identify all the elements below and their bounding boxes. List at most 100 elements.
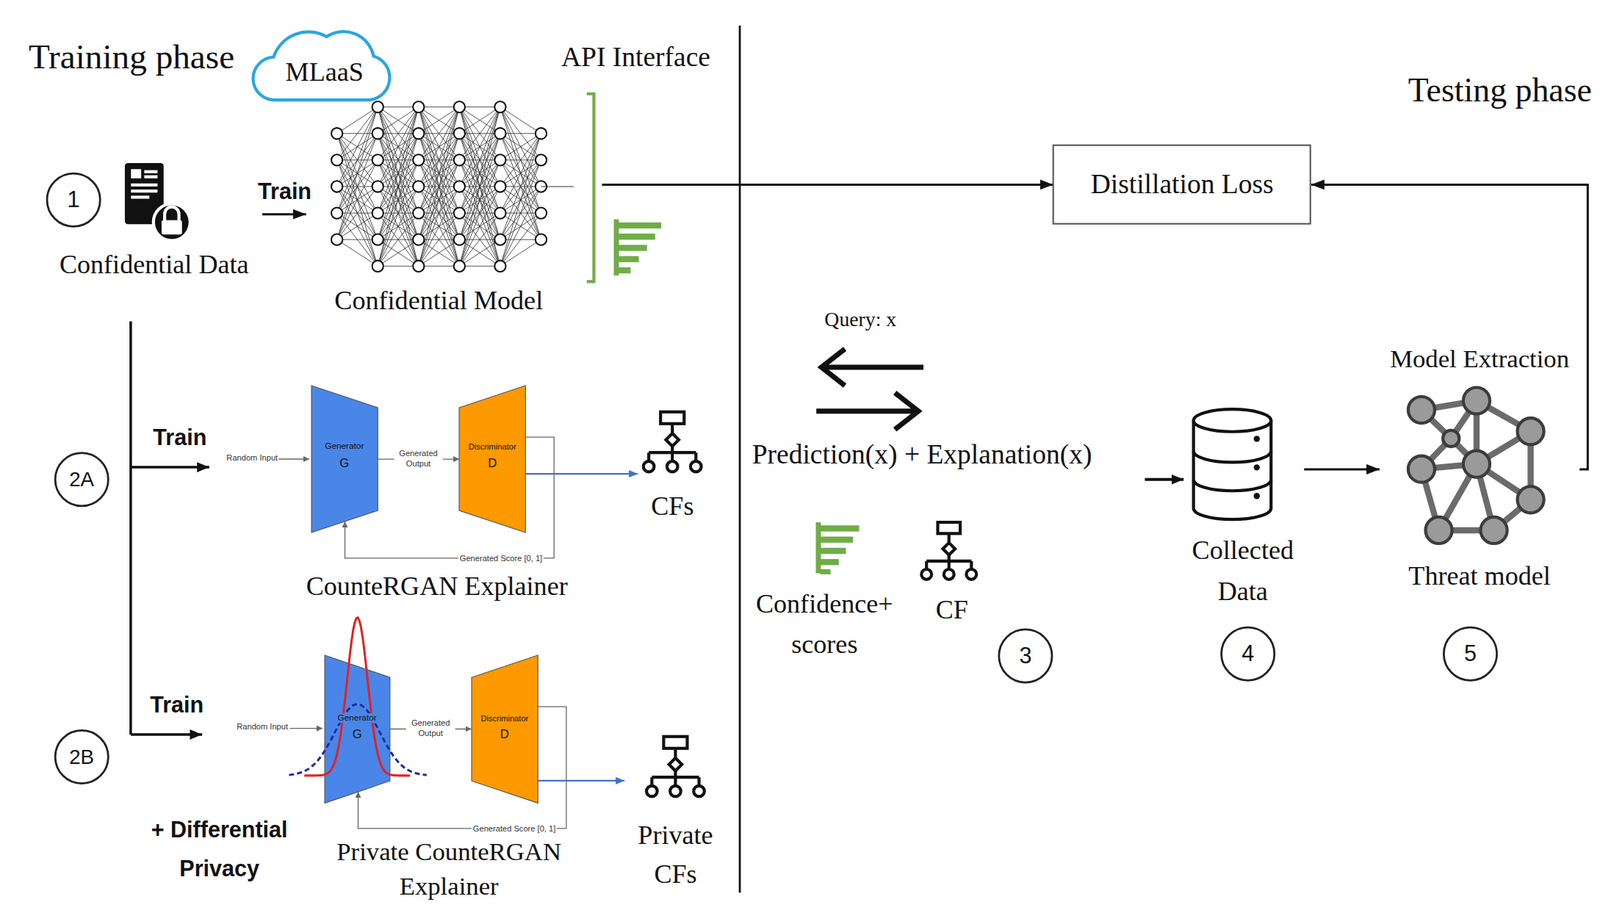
line-art — [1193, 409, 1272, 432]
line-art — [535, 207, 547, 219]
line-art — [371, 234, 383, 246]
line-art — [253, 31, 391, 100]
line-art — [1221, 627, 1275, 681]
line-art — [336, 107, 378, 134]
line-art — [304, 617, 410, 776]
node-text: D — [500, 728, 510, 742]
line-art — [371, 181, 383, 193]
node-text: Discriminator — [480, 713, 529, 723]
line-art — [453, 154, 465, 166]
line-art — [1516, 417, 1544, 445]
line-art — [152, 204, 190, 241]
line-art — [500, 133, 542, 267]
line-art — [417, 107, 460, 187]
model-network: Confidential Model — [306, 89, 603, 320]
line-art — [417, 239, 460, 266]
line-art — [1480, 517, 1507, 544]
line-art — [500, 133, 542, 214]
explainer-title: Private CounteRGAN Explainer — [318, 834, 579, 904]
edge-label: Train — [256, 179, 313, 205]
line-art — [500, 107, 542, 187]
line-art — [377, 133, 419, 267]
callout-number: 5 — [1464, 641, 1477, 668]
node-text: Distillation Loss — [1090, 168, 1274, 201]
line-art — [417, 133, 460, 267]
line-art — [500, 133, 542, 161]
train-label: Train — [152, 424, 207, 451]
line-art — [130, 169, 142, 180]
line-art — [586, 94, 595, 283]
line-art — [453, 127, 465, 139]
line-art — [336, 239, 378, 266]
discriminator-shape: DiscriminatorD — [471, 655, 538, 803]
callout-number: 1 — [67, 187, 81, 214]
line-art — [459, 186, 501, 266]
line-art — [669, 786, 681, 798]
line-art — [663, 736, 687, 749]
line-art — [535, 127, 547, 139]
node-text: Generator — [324, 442, 364, 453]
line-art — [331, 127, 343, 139]
line-art — [377, 107, 419, 187]
line-art — [1193, 409, 1272, 520]
edge-label: Generated Score [0, 1] — [471, 824, 557, 834]
generator-shape: GeneratorG — [324, 655, 391, 803]
line-art — [1144, 478, 1184, 482]
line-art — [459, 107, 501, 241]
line-art — [371, 207, 383, 219]
line-art — [459, 239, 501, 266]
explainer-title: CounteRGAN Explainer — [306, 571, 568, 603]
line-art — [816, 408, 919, 414]
line-art — [130, 196, 150, 200]
line-art — [618, 222, 662, 229]
line-art — [459, 133, 501, 267]
line-art — [500, 107, 542, 134]
line-art — [453, 260, 465, 272]
line-art — [660, 412, 684, 424]
line-art — [820, 548, 847, 554]
line-art — [336, 160, 378, 240]
line-art — [494, 127, 506, 139]
line-art — [453, 207, 465, 219]
connector — [602, 183, 1054, 186]
line-art — [377, 133, 419, 267]
node-text: D — [487, 456, 497, 471]
line-art — [1408, 396, 1435, 424]
line-art — [1193, 420, 1272, 520]
line-art — [412, 260, 424, 272]
line-art — [336, 107, 378, 241]
line-art — [669, 758, 683, 772]
line-art — [618, 233, 656, 240]
line-art — [164, 207, 179, 222]
line-art — [417, 107, 460, 241]
line-art — [1443, 627, 1497, 681]
threat-model-art — [1379, 341, 1580, 597]
line-art — [1425, 517, 1452, 544]
line-art — [417, 107, 460, 187]
data-icon: Confidential Data — [46, 157, 263, 286]
line-art — [459, 107, 501, 134]
line-art — [377, 107, 419, 187]
line-art — [459, 107, 501, 187]
line-art — [1253, 492, 1260, 499]
edge-label: Generated Output — [406, 718, 456, 740]
line-art — [417, 107, 460, 134]
line-art — [377, 107, 419, 134]
line-art — [500, 239, 542, 266]
line-art — [412, 101, 424, 113]
threat-model: Model ExtractionThreat model — [1379, 341, 1580, 597]
callout-number: 2B — [69, 745, 95, 770]
line-art — [412, 181, 424, 193]
line-art — [336, 213, 378, 240]
line-art — [618, 244, 648, 251]
line-art — [921, 569, 932, 580]
line-art — [417, 186, 460, 266]
line-art — [1408, 456, 1435, 483]
line-art — [417, 239, 460, 266]
line-art — [1516, 487, 1544, 514]
line-art — [459, 186, 501, 266]
line-art — [130, 733, 203, 736]
line-art — [336, 213, 378, 240]
line-art — [412, 207, 424, 219]
line-art — [618, 267, 632, 274]
